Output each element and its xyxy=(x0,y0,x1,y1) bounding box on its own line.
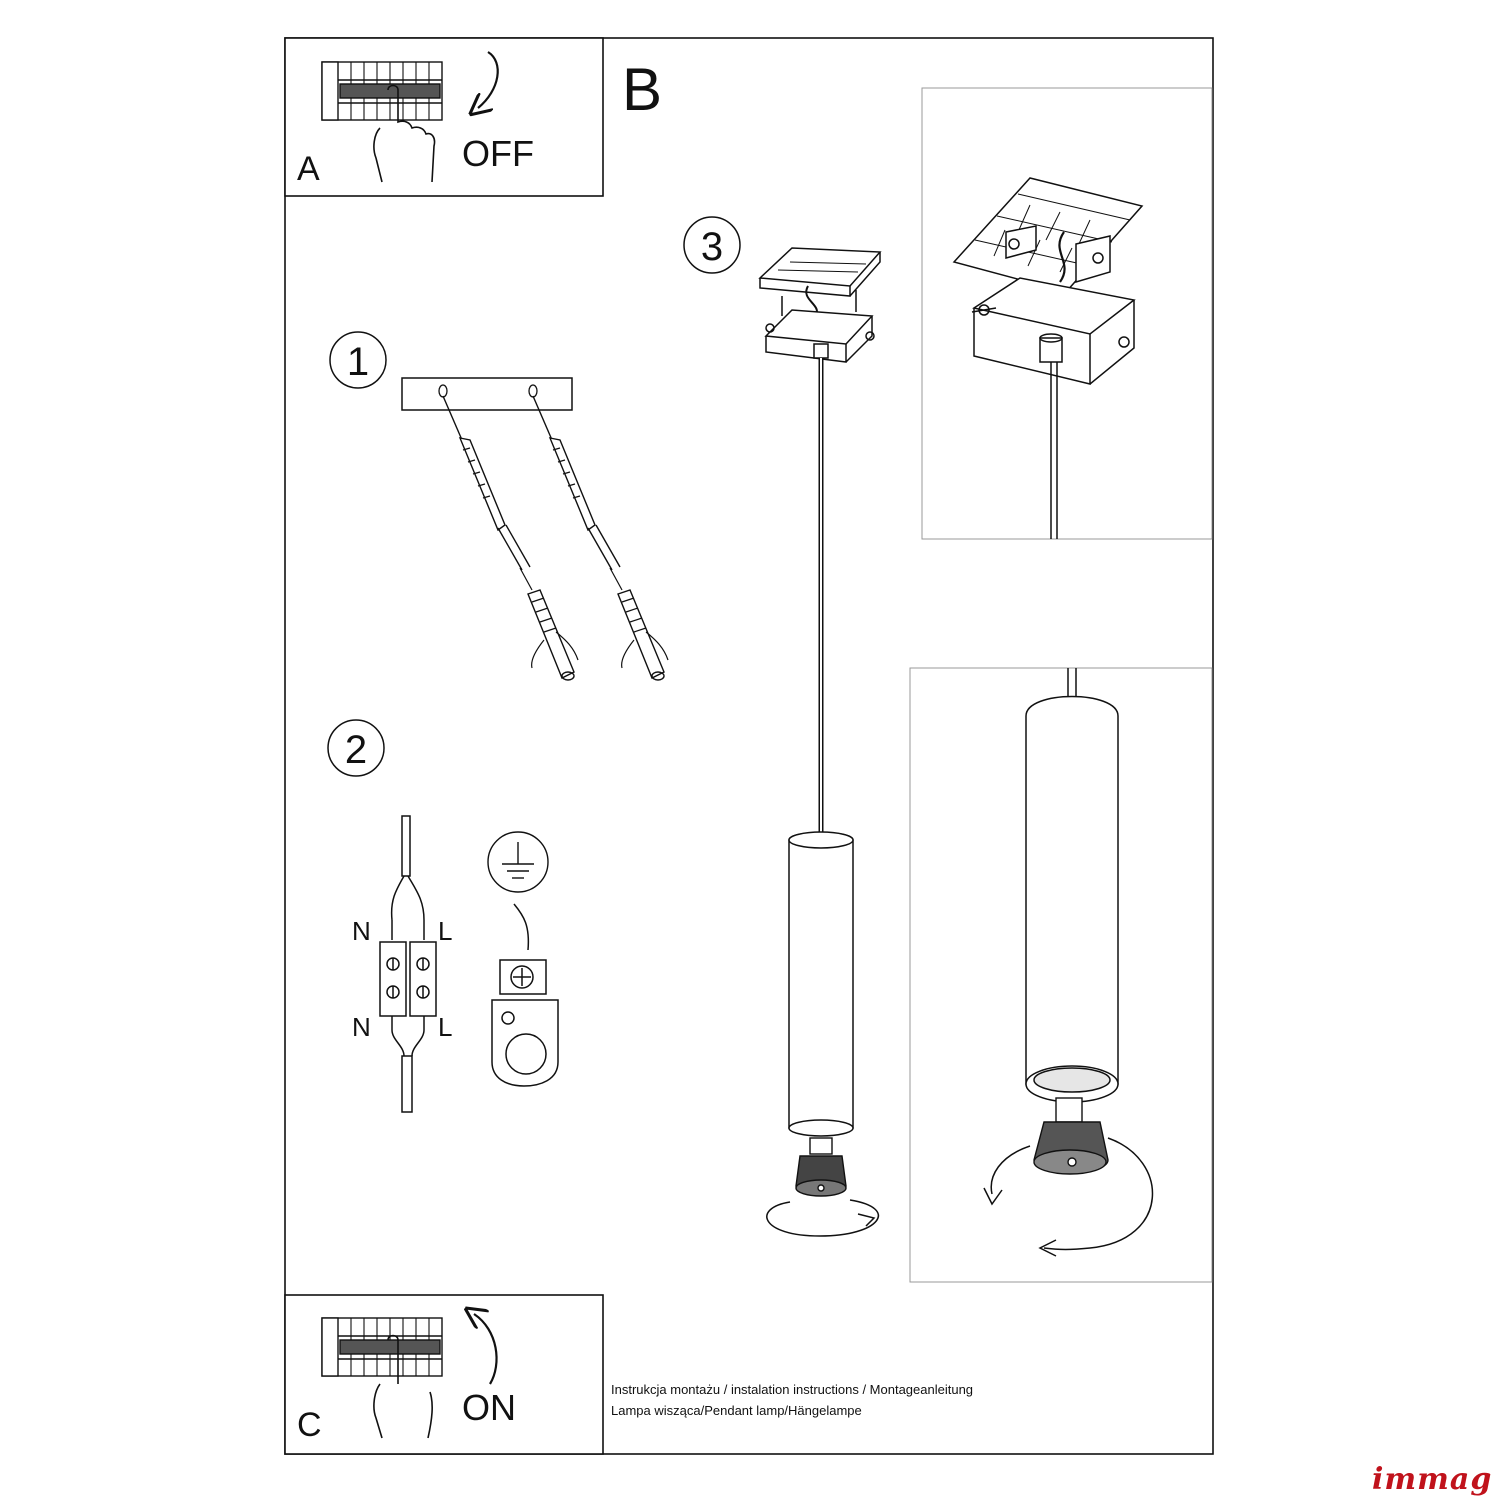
panel-b-letter: B xyxy=(622,56,662,123)
hand-icon xyxy=(373,84,436,183)
arrow-down-icon xyxy=(478,51,499,108)
panel-c-action: ON xyxy=(462,1387,516,1428)
panel-a-action: OFF xyxy=(462,133,534,174)
screw-left xyxy=(442,395,531,571)
arrow-up-icon xyxy=(474,1314,498,1385)
step-1: 1 xyxy=(329,331,669,681)
step-2-number: 2 xyxy=(345,728,367,772)
step-3: 3 xyxy=(683,216,882,1237)
mounting-bracket xyxy=(401,377,573,411)
pendant-lamp-body xyxy=(788,831,854,1137)
panel-a: A OFF xyxy=(284,37,604,197)
step-1-number: 1 xyxy=(347,340,369,384)
step-1-badge xyxy=(329,331,387,389)
step-3-badge xyxy=(683,216,741,274)
ceiling-canopy xyxy=(758,247,882,363)
detail-bulb xyxy=(909,667,1213,1283)
wire-label-n-bottom: N xyxy=(352,1012,371,1042)
footer-instructions-title: Instrukcja montażu / instalation instruc… xyxy=(611,1382,974,1397)
panel-a-letter: A xyxy=(297,150,320,188)
step-2-badge xyxy=(327,719,385,777)
wall-plug-left xyxy=(527,589,579,681)
wire-label-l-top: L xyxy=(438,916,452,946)
wire-label-n-top: N xyxy=(352,916,371,946)
step-2: 2 N L N L xyxy=(327,719,559,1113)
circuit-breaker-icon xyxy=(321,61,443,121)
brand-logo: immag xyxy=(1372,1462,1493,1497)
ground-symbol-icon xyxy=(487,831,549,893)
step-3-number: 3 xyxy=(701,225,723,269)
circuit-breaker-icon xyxy=(321,1317,443,1377)
detail-canopy xyxy=(921,87,1213,540)
wall-plug-right xyxy=(617,589,669,681)
panel-c: C ON xyxy=(284,1294,604,1455)
screw-right xyxy=(532,395,621,571)
panel-c-letter: C xyxy=(297,1406,322,1444)
hand-icon xyxy=(373,1334,433,1439)
wire-label-l-bottom: L xyxy=(438,1012,452,1042)
rotate-arrow-icon xyxy=(766,1199,880,1237)
ground-wire xyxy=(513,903,530,951)
gu10-bulb xyxy=(795,1137,847,1197)
ground-terminal xyxy=(491,959,559,1087)
outer-frame xyxy=(284,37,1214,1455)
terminal-block xyxy=(379,815,437,1113)
footer-product-name: Lampa wisząca/Pendant lamp/Hängelampe xyxy=(611,1403,862,1418)
